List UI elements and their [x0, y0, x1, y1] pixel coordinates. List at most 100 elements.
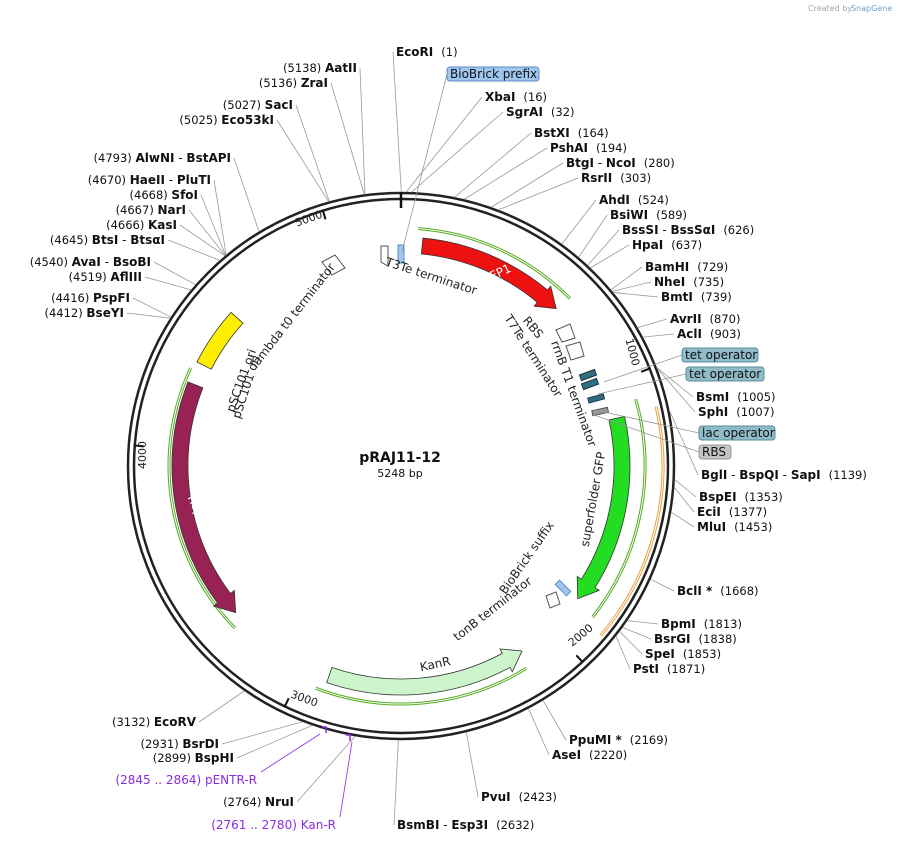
enzyme-label[interactable]: (5138) AatII: [283, 61, 357, 75]
feature-arrow-superfolder-gfp[interactable]: [576, 416, 631, 600]
enzyme-position: (2423): [519, 790, 557, 804]
primer-leader: [260, 733, 321, 773]
enzyme-label[interactable]: EcoRI(1): [396, 45, 458, 59]
enzyme-label[interactable]: EciI(1377): [697, 505, 767, 519]
enzyme-name: RsrII: [581, 171, 612, 185]
enzyme-label[interactable]: PvuI (2423): [481, 790, 557, 804]
orf-arc-core: [418, 228, 571, 299]
tonb-terminator-mark[interactable]: [545, 591, 561, 609]
enzyme-name: NarI: [157, 203, 186, 217]
enzyme-leader: [276, 119, 330, 202]
enzyme-position: (4667): [116, 203, 158, 217]
enzyme-leader: [615, 635, 631, 670]
enzyme-label[interactable]: PshAI(194): [550, 141, 627, 155]
tick-line: [283, 697, 290, 708]
enzyme-leader: [200, 194, 227, 256]
enzyme-name: BssSαI: [671, 223, 716, 237]
enzyme-label[interactable]: (5027) SacI: [223, 98, 293, 112]
primer-label[interactable]: (2761 .. 2780) Kan-R: [211, 818, 336, 832]
lambda-t0-terminator-mark[interactable]: [321, 254, 346, 276]
enzyme-name: AvrII: [670, 312, 702, 326]
enzyme-label[interactable]: MluI(1453): [697, 520, 772, 534]
biobrick-suffix-mark[interactable]: [554, 579, 572, 597]
enzyme-label[interactable]: SphI(1007): [698, 405, 775, 419]
enzyme-label[interactable]: (5025) Eco53kI: [179, 113, 274, 127]
enzyme-label[interactable]: XbaI(16): [485, 90, 547, 104]
enzyme-label[interactable]: SgrAI(32): [506, 105, 575, 119]
primer-label[interactable]: (2845 .. 2864) pENTR-R: [115, 773, 257, 787]
rbs-mark[interactable]: [555, 323, 576, 343]
enzyme-label[interactable]: BamHI(729): [645, 260, 728, 274]
enzyme-position: (1871): [667, 662, 705, 676]
tick-line: [575, 654, 584, 664]
lac-operator-mark[interactable]: [587, 393, 606, 404]
enzyme-name: AseI: [552, 748, 581, 762]
enzyme-label[interactable]: BsiWI(589): [610, 208, 687, 222]
enzyme-label[interactable]: (4416) PspFI: [51, 291, 130, 305]
enzyme-label[interactable]: (4666) KasI: [106, 218, 177, 232]
biobrick-prefix-mark[interactable]: [397, 244, 405, 264]
enzyme-leader: [670, 511, 695, 528]
enzyme-label[interactable]: AhdI(524): [599, 193, 669, 207]
enzyme-label[interactable]: (4519) AflIII: [69, 270, 142, 284]
enzyme-label[interactable]: BsmI(1005): [696, 390, 776, 404]
enzyme-position: (1377): [729, 505, 767, 519]
feature-arrow-rep101[interactable]: [171, 381, 237, 614]
enzyme-label[interactable]: (2764) NruI: [223, 795, 294, 809]
enzyme-label[interactable]: (5136) ZraI: [259, 76, 328, 90]
feature-arrow-kanr[interactable]: [326, 648, 523, 696]
feature-box[interactable]: [698, 425, 776, 441]
tet-operator-mark[interactable]: [580, 377, 600, 391]
enzyme-label[interactable]: BsmBI - Esp3I(2632): [397, 818, 534, 832]
feature-box[interactable]: [681, 347, 759, 363]
enzyme-label[interactable]: (4667) NarI: [116, 203, 186, 217]
enzyme-label[interactable]: RsrII(303): [581, 171, 651, 185]
enzyme-label[interactable]: (4668) SfoI: [130, 188, 198, 202]
enzyme-label[interactable]: AclI(903): [677, 327, 741, 341]
enzyme-name: PvuI: [481, 790, 511, 804]
enzyme-label[interactable]: BssSI - BssSαI(626): [622, 223, 754, 237]
enzyme-label[interactable]: (4670) HaeII - PluTI: [88, 173, 211, 187]
tick-label: 3000: [289, 688, 320, 710]
enzyme-label[interactable]: PpuMI *(2169): [569, 733, 668, 747]
enzyme-label[interactable]: BmtI(739): [661, 290, 732, 304]
enzyme-label[interactable]: (4540) AvaI - BsoBI: [30, 255, 151, 269]
enzyme-label[interactable]: (4645) BtsI - BtsαI: [50, 233, 165, 247]
enzyme-label[interactable]: HpaI(637): [632, 238, 702, 252]
enzyme-label[interactable]: (4793) AlwNI - BstAPI: [94, 151, 231, 165]
enzyme-leader: [153, 261, 196, 286]
enzyme-position: (1853): [683, 647, 721, 661]
enzyme-label[interactable]: (2931) BsrDI: [140, 737, 219, 751]
enzyme-label[interactable]: SpeI(1853): [645, 647, 721, 661]
enzyme-label[interactable]: PstI(1871): [633, 662, 705, 676]
t3te-terminator-mark[interactable]: [380, 245, 389, 267]
backbone-inner: [132, 197, 670, 735]
enzyme-label[interactable]: BsrGI(1838): [654, 632, 737, 646]
feature-arrow-psc101-ori[interactable]: [196, 311, 244, 370]
enzyme-label[interactable]: AvrII(870): [670, 312, 740, 326]
enzyme-label[interactable]: BglI - BspQI - SapI(1139): [701, 468, 867, 482]
feature-box[interactable]: [685, 366, 765, 382]
enzyme-label[interactable]: BpmI(1813): [661, 617, 742, 631]
enzyme-label[interactable]: (2899) BspHI: [153, 751, 234, 765]
enzyme-label[interactable]: NheI(735): [654, 275, 724, 289]
feature-arrow-mrfp1[interactable]: [420, 237, 557, 310]
t7te-terminator-mark[interactable]: [565, 341, 585, 361]
enzyme-label[interactable]: (4412) BseYI: [45, 306, 125, 320]
enzyme-label[interactable]: BspEI(1353): [699, 490, 783, 504]
enzyme-label[interactable]: AseI(2220): [552, 748, 627, 762]
enzyme-name: PluTI: [177, 173, 211, 187]
enzyme-position: (2764): [223, 795, 265, 809]
enzyme-label[interactable]: (3132) EcoRV: [112, 715, 197, 729]
enzyme-position: (903): [710, 327, 741, 341]
tick-label: 2000: [566, 621, 596, 649]
enzyme-label[interactable]: BstXI(164): [534, 126, 609, 140]
tet-operator-mark[interactable]: [578, 368, 598, 382]
enzyme-label[interactable]: BclI *(1668): [677, 584, 759, 598]
feature-box[interactable]: [446, 66, 540, 82]
enzyme-leader: [393, 739, 399, 826]
enzyme-name: AflIII: [110, 270, 142, 284]
enzyme-leader: [330, 82, 365, 195]
enzyme-label[interactable]: BtgI - NcoI(280): [566, 156, 675, 170]
feature-box[interactable]: [698, 444, 732, 460]
